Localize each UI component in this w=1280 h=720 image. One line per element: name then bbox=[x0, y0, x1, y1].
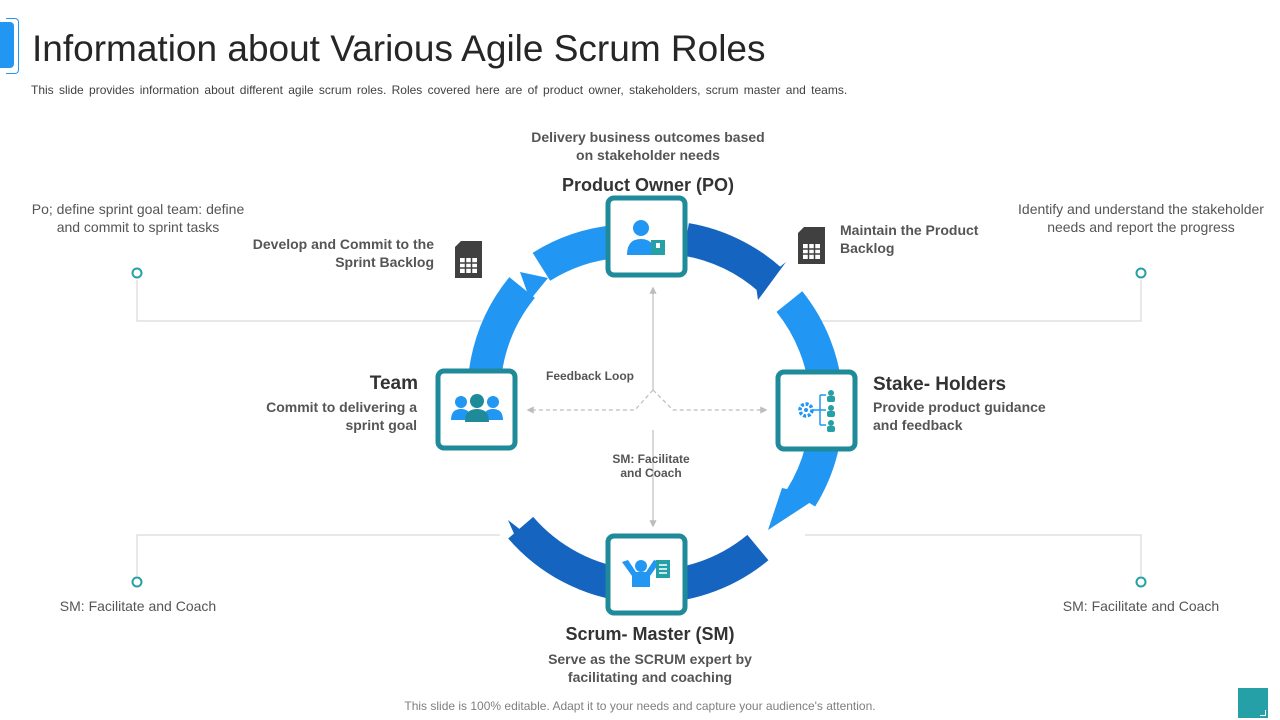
top-right-note-line1: Identify and understand the stakeholder bbox=[1018, 201, 1264, 217]
center-sm-label: SM: Facilitate and Coach bbox=[596, 452, 706, 480]
center-sm-line2: and Coach bbox=[620, 466, 682, 480]
arrowhead-bottom-left bbox=[508, 520, 540, 552]
sprint-backlog-line2: Sprint Backlog bbox=[335, 254, 434, 270]
accent-bar bbox=[0, 18, 19, 74]
page-title: Information about Various Agile Scrum Ro… bbox=[32, 28, 766, 69]
stakeholders-icon-box bbox=[775, 369, 858, 452]
connector-bottom-left bbox=[136, 534, 500, 576]
sm-description: Serve as the SCRUM expert by facilitatin… bbox=[480, 650, 820, 686]
sd-card-icon bbox=[455, 241, 482, 278]
ring-arrowheads bbox=[508, 262, 820, 552]
bottom-left-note: SM: Facilitate and Coach bbox=[59, 598, 217, 614]
stakeholders-description-line2: and feedback bbox=[873, 417, 963, 433]
product-backlog-line2: Backlog bbox=[840, 240, 895, 256]
team-title: Team bbox=[369, 373, 418, 394]
corner-square bbox=[1238, 688, 1268, 718]
group-people-icon bbox=[451, 394, 503, 422]
product-backlog-line1: Maintain the Product bbox=[840, 222, 979, 238]
sm-description-line1: Serve as the SCRUM expert by bbox=[548, 651, 752, 667]
user-with-badge-icon bbox=[627, 220, 665, 255]
ring-segment-to-po bbox=[532, 225, 618, 281]
sd-card-icon bbox=[798, 227, 825, 264]
footer-note: This slide is 100% editable. Adapt it to… bbox=[404, 699, 876, 713]
ring-segment-po-to-stakeholders bbox=[682, 223, 782, 293]
stakeholders-description-line1: Provide product guidance bbox=[873, 399, 1046, 415]
po-description: Delivery business outcomes based on stak… bbox=[448, 128, 848, 164]
product-backlog-label: Maintain the Product Backlog bbox=[840, 221, 1040, 257]
top-left-note-line2: and commit to sprint tasks bbox=[56, 219, 220, 235]
arrowhead-left-up bbox=[520, 272, 548, 300]
po-title: Product Owner (PO) bbox=[561, 175, 734, 195]
sm-title: Scrum- Master (SM) bbox=[565, 624, 735, 644]
page-subtitle: This slide provides information about di… bbox=[31, 83, 848, 97]
po-icon-box bbox=[605, 195, 688, 278]
feedback-loop-label: Feedback Loop bbox=[545, 369, 634, 383]
top-left-note: Po; define sprint goal team: define and … bbox=[20, 200, 256, 236]
dot-bottom-right bbox=[1135, 576, 1147, 588]
center-sm-line1: SM: Facilitate bbox=[612, 452, 690, 466]
stakeholders-title: Stake- Holders bbox=[873, 374, 1007, 395]
dot-bottom-left bbox=[131, 576, 143, 588]
connector-top-left bbox=[136, 280, 485, 322]
sm-description-line2: facilitating and coaching bbox=[567, 669, 733, 685]
sprint-backlog-label: Develop and Commit to the Sprint Backlog bbox=[200, 235, 434, 271]
arrowhead-po-right bbox=[756, 262, 786, 300]
connector-lines bbox=[136, 280, 1142, 576]
presenter-board-icon bbox=[622, 560, 670, 587]
feedback-dash-right bbox=[652, 389, 768, 414]
team-description: Commit to delivering a sprint goal bbox=[220, 398, 417, 434]
connector-bottom-right bbox=[805, 534, 1142, 576]
team-icon-box bbox=[435, 368, 518, 451]
connector-top-right bbox=[810, 280, 1142, 322]
sm-icon-box bbox=[605, 533, 688, 616]
po-description-line1: Delivery business outcomes based bbox=[531, 129, 765, 145]
feedback-dash-left bbox=[526, 389, 654, 414]
team-description-line1: Commit to delivering a bbox=[266, 399, 417, 415]
dot-top-left bbox=[131, 267, 143, 279]
bottom-right-note: SM: Facilitate and Coach bbox=[1062, 598, 1220, 614]
top-right-note-line2: needs and report the progress bbox=[1047, 219, 1235, 235]
feedback-dashes bbox=[526, 389, 768, 414]
top-right-note: Identify and understand the stakeholder … bbox=[1010, 200, 1272, 236]
gear-hierarchy-icon bbox=[798, 390, 835, 432]
dot-top-right bbox=[1135, 267, 1147, 279]
top-left-note-line1: Po; define sprint goal team: define bbox=[31, 201, 245, 217]
team-description-line2: sprint goal bbox=[345, 417, 417, 433]
stakeholders-description: Provide product guidance and feedback bbox=[873, 398, 1093, 434]
po-description-line2: on stakeholder needs bbox=[576, 147, 720, 163]
sprint-backlog-line1: Develop and Commit to the bbox=[252, 236, 434, 252]
arrowhead-right-down bbox=[768, 488, 820, 530]
